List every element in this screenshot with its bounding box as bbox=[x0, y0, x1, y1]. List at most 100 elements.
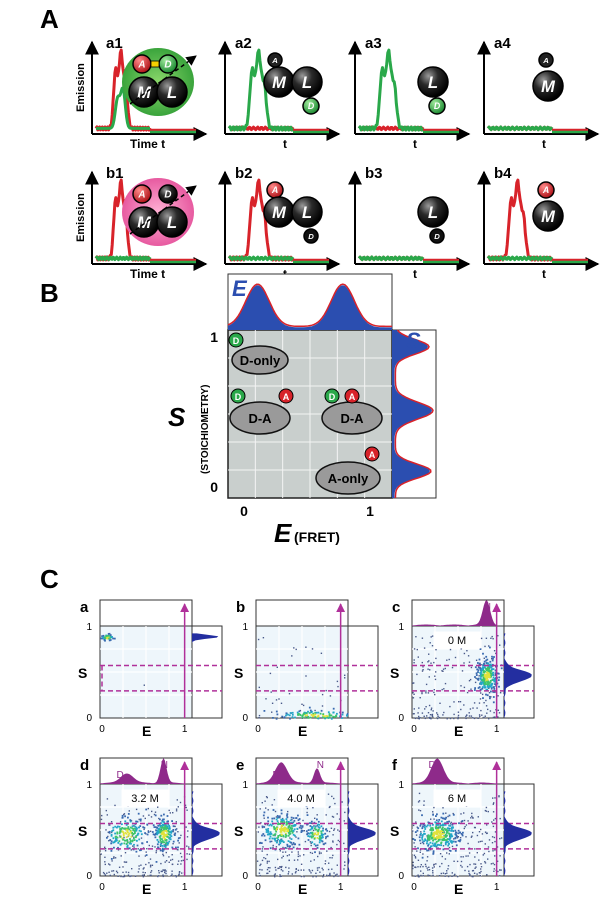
scatter-point bbox=[339, 840, 341, 843]
scatter-point bbox=[158, 870, 160, 872]
scatter-point bbox=[300, 827, 303, 830]
scatter-point bbox=[438, 716, 441, 719]
scatter-point bbox=[164, 828, 167, 830]
scatter-point bbox=[451, 823, 454, 826]
scatter-point bbox=[156, 833, 159, 836]
scatter-point bbox=[490, 663, 492, 666]
scatter-point bbox=[175, 876, 177, 878]
scatter-point bbox=[448, 853, 450, 855]
scatter-point bbox=[298, 710, 301, 713]
scatter-point bbox=[178, 873, 180, 875]
scatter-point bbox=[104, 637, 107, 640]
scatter-point bbox=[296, 711, 299, 714]
scatter-point bbox=[343, 868, 345, 870]
scatter-point bbox=[317, 855, 319, 858]
scatter-point bbox=[481, 840, 483, 842]
scatter-point bbox=[328, 714, 331, 717]
scatter-point bbox=[490, 665, 492, 667]
donor-dye-dark-letter: D bbox=[308, 232, 314, 241]
x-axis-label: E bbox=[298, 881, 307, 897]
scatter-point bbox=[143, 684, 145, 686]
scatter-point bbox=[485, 806, 488, 809]
scatter-point bbox=[415, 636, 417, 638]
scatter-point bbox=[279, 834, 281, 837]
scatter-point bbox=[180, 860, 183, 862]
scatter-point bbox=[442, 848, 445, 851]
x-axis-label: Time t bbox=[130, 137, 165, 151]
scatter-point bbox=[449, 823, 452, 825]
scatter-point bbox=[164, 823, 167, 826]
scatter-point bbox=[421, 661, 423, 664]
scatter-point bbox=[108, 871, 110, 873]
scatter-point bbox=[485, 832, 488, 835]
scatter-point bbox=[161, 850, 164, 853]
scatter-point bbox=[163, 813, 165, 816]
scatter-point bbox=[170, 835, 173, 838]
scatter-point bbox=[303, 854, 305, 856]
scatter-point bbox=[453, 838, 455, 840]
scatter-point bbox=[284, 833, 287, 836]
scatter-point bbox=[423, 824, 426, 827]
scatter-point bbox=[486, 667, 489, 670]
scatter-point bbox=[443, 831, 446, 834]
scatter-points bbox=[412, 634, 503, 720]
plot-label: d bbox=[80, 757, 89, 774]
scatter-point bbox=[271, 711, 273, 713]
scatter-point bbox=[487, 686, 489, 689]
scatter-point bbox=[450, 840, 453, 842]
scatter-point bbox=[427, 668, 429, 670]
scatter-point bbox=[263, 811, 266, 814]
scatter-point bbox=[463, 827, 465, 830]
scatter-point bbox=[476, 834, 479, 837]
scatter-point bbox=[460, 813, 462, 815]
acceptor-dye bbox=[537, 181, 555, 199]
scatter-point bbox=[448, 824, 450, 827]
top-histogram-frame bbox=[255, 599, 349, 627]
scatter-point bbox=[107, 831, 109, 833]
scatter-point bbox=[289, 841, 292, 844]
scatter-point bbox=[324, 842, 327, 845]
scatter-point bbox=[344, 861, 346, 863]
scatter-point bbox=[134, 832, 136, 834]
scatter-point bbox=[425, 690, 427, 692]
acceptor-dye-letter: A bbox=[137, 60, 145, 71]
scatter-point bbox=[278, 698, 280, 700]
scatter-point bbox=[445, 828, 448, 831]
right-histogram-letter: S bbox=[406, 328, 421, 353]
scatter-point bbox=[437, 847, 439, 849]
scatter-point bbox=[476, 852, 478, 854]
scatter-point bbox=[314, 836, 316, 839]
plot-label: b bbox=[236, 599, 245, 616]
scatter-point bbox=[431, 715, 433, 717]
dot-letter: A bbox=[369, 450, 376, 460]
scatter-point bbox=[493, 686, 495, 688]
panel-label-a: A bbox=[40, 4, 59, 34]
scatter-point bbox=[454, 873, 456, 876]
scatter-point bbox=[117, 849, 120, 851]
y-tick: 0 bbox=[210, 479, 218, 495]
scatter-point bbox=[425, 706, 427, 708]
y-tick: 1 bbox=[242, 622, 248, 633]
scatter-point bbox=[317, 711, 320, 714]
scatter-point bbox=[421, 856, 424, 859]
scatter-point bbox=[481, 714, 483, 716]
scatter-point bbox=[486, 669, 489, 672]
scatter-point bbox=[141, 842, 144, 845]
scatter-point bbox=[332, 816, 335, 818]
scatter-point bbox=[145, 854, 148, 856]
scatter-point bbox=[122, 871, 124, 874]
scatter-point bbox=[299, 824, 302, 827]
scatter-point bbox=[133, 825, 135, 827]
scatter-point bbox=[178, 874, 180, 876]
scatter-point bbox=[162, 840, 164, 842]
scatter-point bbox=[489, 681, 492, 684]
scatter-point bbox=[318, 851, 321, 853]
donor-dye-dark bbox=[429, 228, 445, 244]
population-top-label: D bbox=[429, 760, 436, 771]
y-axis-label: Emission bbox=[75, 63, 87, 112]
scatter-point bbox=[316, 833, 318, 836]
scatter-point bbox=[475, 672, 478, 675]
scatter-point bbox=[276, 666, 278, 668]
scatter-point bbox=[289, 819, 292, 822]
